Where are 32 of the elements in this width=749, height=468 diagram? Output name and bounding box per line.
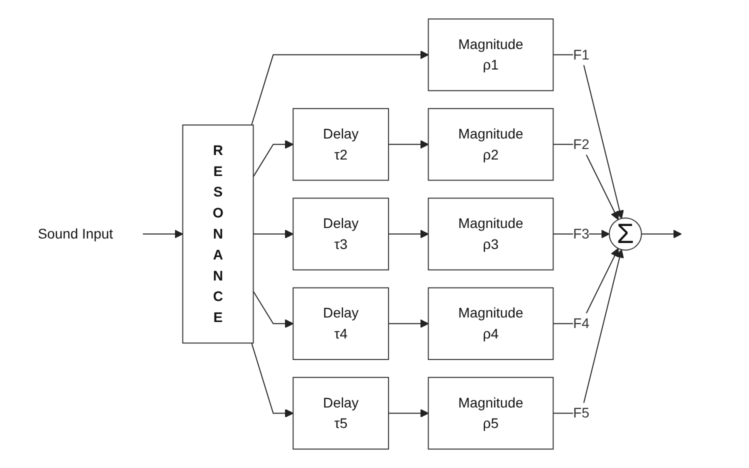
- node-box: Magnitude ρ3: [428, 198, 554, 270]
- arrow: [552, 248, 619, 324]
- node-box: Delay τ5: [292, 376, 390, 450]
- node-box: Delay τ2: [292, 108, 390, 181]
- edge-label: F4: [573, 315, 590, 332]
- node-box: Magnitude ρ4: [428, 287, 554, 360]
- arrow: [552, 144, 619, 220]
- node-box: Delay τ4: [292, 287, 390, 360]
- arrow: [388, 230, 429, 238]
- arrow: [252, 230, 294, 238]
- arrow: [142, 230, 184, 238]
- arrow: [552, 249, 624, 414]
- node-box: Magnitude ρ1: [428, 18, 554, 92]
- node-box: Magnitude ρ5: [428, 376, 554, 450]
- node-box: Delay τ3: [292, 198, 390, 270]
- node-box: RESONANCE: [182, 124, 254, 344]
- arrow: [251, 342, 294, 418]
- edge-label: F5: [573, 404, 590, 421]
- edge-label: F3: [573, 226, 590, 242]
- node-box: Magnitude ρ2: [428, 108, 554, 181]
- arrow: [252, 290, 294, 328]
- arrow: [388, 140, 429, 149]
- node-circle: Σ: [608, 217, 642, 251]
- arrow: [251, 50, 429, 126]
- edge-label: F1: [573, 46, 590, 62]
- node-text: Sound Input: [38, 226, 114, 242]
- edge-label: F2: [573, 136, 590, 152]
- arrow: [388, 319, 429, 328]
- arrow: [252, 140, 294, 178]
- arrow: [640, 230, 682, 238]
- arrow: [388, 408, 429, 418]
- arrow: [552, 54, 624, 219]
